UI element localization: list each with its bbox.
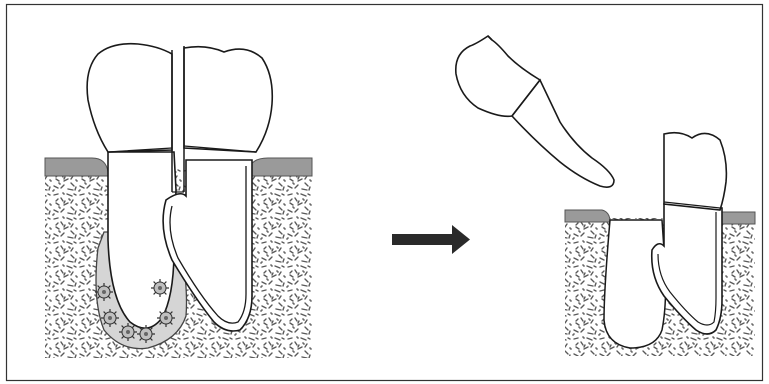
bacterium <box>95 283 113 301</box>
extraction-socket <box>604 220 666 348</box>
transition-arrow <box>392 225 470 254</box>
bacterium <box>119 323 137 341</box>
extracted-root-fragment <box>456 36 614 187</box>
retained-crown <box>664 133 726 210</box>
before-panel <box>45 44 312 358</box>
bacterium <box>101 309 119 327</box>
crown-mesial <box>87 44 172 152</box>
crown-distal <box>184 47 272 152</box>
gingiva-left <box>45 158 108 176</box>
bacterium <box>151 279 169 297</box>
gingiva-right <box>248 158 312 176</box>
bacterium <box>157 309 175 327</box>
gingiva-left-after <box>565 210 610 222</box>
after-panel <box>456 36 755 356</box>
bacterium <box>137 325 155 343</box>
